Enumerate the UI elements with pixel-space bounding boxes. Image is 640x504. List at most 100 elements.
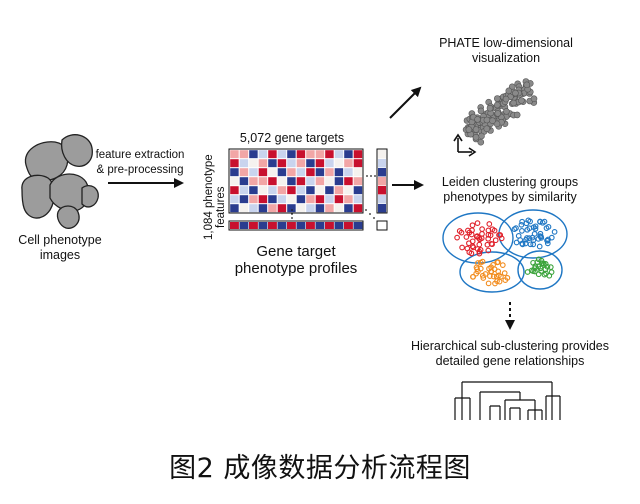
matrix-cell (334, 194, 344, 204)
matrix-cell (305, 149, 316, 159)
matrix-cell (277, 185, 287, 195)
phate-point (513, 111, 521, 119)
cluster-point (532, 225, 539, 232)
matrix-cell (267, 176, 278, 186)
cluster-point (492, 237, 499, 244)
matrix-cell (239, 176, 249, 186)
cluster-point (536, 243, 543, 250)
matrix-cell (277, 176, 287, 186)
matrix-cell (229, 203, 240, 213)
matrix-cell (229, 158, 240, 168)
matrix-cell (324, 194, 335, 204)
cluster-point (538, 268, 544, 274)
matrix-cell (334, 158, 344, 168)
cluster-point (518, 221, 525, 228)
cluster-point (537, 218, 543, 225)
matrix-ellipsis (291, 175, 376, 219)
matrix-cell (296, 158, 306, 168)
matrix-cell (315, 194, 325, 204)
matrix-cell (239, 194, 249, 204)
matrix-cell (286, 176, 297, 186)
cluster-point (482, 271, 489, 277)
matrix-side-cell (378, 204, 386, 213)
matrix-cell (258, 158, 268, 168)
matrix-bottom-cell (268, 222, 277, 229)
matrix-cell (267, 149, 278, 159)
matrix-cell (277, 149, 287, 159)
cluster-point (469, 227, 475, 234)
matrix-side-cell (378, 177, 386, 186)
phate-point (472, 134, 480, 141)
matrix-cell (315, 176, 325, 186)
matrix-cell (229, 176, 240, 186)
matrix-columns-label: 5,072 gene targets (240, 131, 344, 145)
cluster-point (485, 280, 492, 287)
matrix-bottom-cell (277, 222, 287, 229)
phate-point (493, 120, 501, 128)
matrix-cell (334, 176, 344, 186)
matrix-cell (267, 167, 278, 177)
cluster-point (530, 241, 537, 248)
phate-point (502, 95, 510, 103)
matrix-bottom-cell (334, 222, 344, 229)
matrix-cell (334, 167, 344, 177)
cluster-point (540, 260, 547, 267)
cluster-point (475, 268, 481, 275)
matrix-cell (305, 158, 316, 168)
cluster-point (519, 228, 525, 234)
cluster-point (479, 258, 486, 265)
cluster-point (478, 235, 485, 242)
matrix-bottom-cell (325, 222, 334, 229)
cluster-point (476, 250, 483, 257)
cluster-point (544, 240, 551, 247)
cluster-point (529, 234, 536, 241)
matrix-side-cell (378, 159, 386, 168)
matrix-cell (277, 203, 287, 213)
cluster-point (454, 234, 460, 241)
phate-point (494, 110, 502, 117)
matrix-bottom-cell (258, 222, 268, 229)
phate-point (530, 95, 538, 102)
phate-point (478, 132, 485, 140)
matrix-cell (324, 149, 335, 159)
matrix-cell (229, 167, 240, 177)
cluster-point (527, 218, 533, 225)
cluster-point (463, 234, 470, 240)
matrix-cell (324, 158, 335, 168)
cluster-point (466, 240, 472, 247)
matrix-cell (258, 185, 268, 195)
cluster-point (551, 229, 558, 235)
cluster-point (485, 247, 492, 254)
phate-point (474, 116, 481, 123)
matrix-bottom-cell (287, 222, 296, 229)
matrix-bottom-cell (353, 222, 363, 229)
matrix-cell (286, 185, 297, 195)
matrix-cell (353, 167, 363, 177)
matrix-cell (248, 167, 259, 177)
cluster-point (477, 265, 484, 272)
dendrogram-icon (454, 381, 561, 420)
matrix-cell (343, 194, 354, 204)
cluster-point (459, 244, 465, 251)
matrix-cell (305, 167, 316, 177)
matrix-cell (248, 203, 259, 213)
cluster-point (537, 265, 544, 272)
cluster-point (499, 262, 506, 268)
matrix-cell (324, 167, 335, 177)
matrix-cell (353, 185, 363, 195)
phate-point (523, 81, 531, 89)
cluster-point (484, 241, 491, 248)
leiden-cluster-plot (442, 209, 568, 293)
cell-images-label-2: images (40, 248, 80, 262)
cell-images-icon (21, 134, 99, 229)
phate-point (503, 108, 510, 115)
matrix-cell (305, 185, 316, 195)
cluster-point (489, 226, 496, 233)
cluster-point (490, 273, 497, 280)
matrix-cell (248, 194, 259, 204)
matrix-cell (286, 149, 297, 159)
matrix-cell (334, 149, 344, 159)
matrix-cell (258, 194, 268, 204)
cluster-point (526, 235, 533, 241)
